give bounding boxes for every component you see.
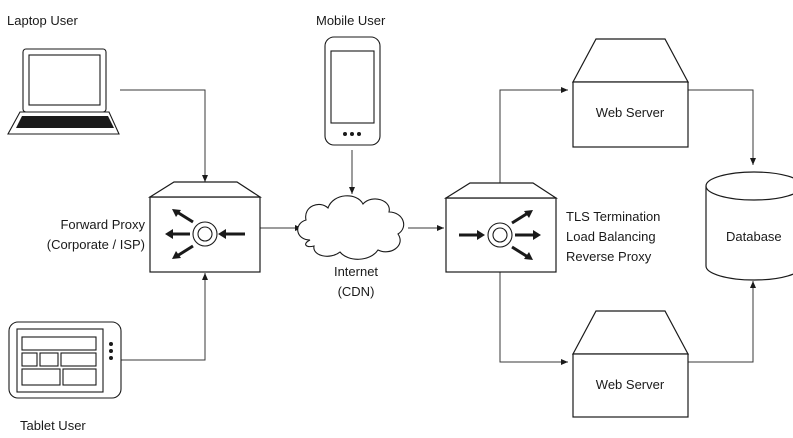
- tablet-user-label: Tablet User: [20, 418, 86, 433]
- forward-proxy-icon: [147, 181, 263, 273]
- forward-proxy-label-line2: (Corporate / ISP): [47, 237, 145, 252]
- database-icon: [705, 171, 793, 281]
- tablet-icon: [8, 321, 122, 399]
- connector-laptop-to-forward-proxy: [120, 89, 208, 182]
- reverse-proxy-label-line3: Reverse Proxy: [566, 249, 652, 264]
- web-server-top-label: Web Server: [596, 105, 665, 120]
- laptop-user-label: Laptop User: [7, 13, 78, 28]
- mobile-phone-icon: [324, 36, 381, 146]
- connector-web-server-top-to-database: [688, 89, 756, 165]
- internet-label-line2: (CDN): [338, 284, 375, 299]
- laptop-icon: [7, 48, 120, 135]
- reverse-proxy-icon: [443, 182, 559, 273]
- connector-reverse-proxy-to-web-server-top: [499, 87, 568, 183]
- database-label: Database: [726, 229, 782, 244]
- mobile-user-label: Mobile User: [316, 13, 386, 28]
- cloud-icon: [297, 195, 405, 260]
- web-server-bottom-label: Web Server: [596, 377, 665, 392]
- connector-web-server-bottom-to-database: [688, 281, 756, 363]
- reverse-proxy-label-line2: Load Balancing: [566, 229, 656, 244]
- forward-proxy-label-line1: Forward Proxy: [60, 217, 145, 232]
- reverse-proxy-label-line1: TLS Termination: [566, 209, 660, 224]
- internet-label-line1: Internet: [334, 264, 378, 279]
- connector-reverse-proxy-to-web-server-bottom: [499, 272, 568, 365]
- connector-tablet-to-forward-proxy: [120, 273, 208, 361]
- web-server-bottom-icon: [571, 310, 690, 418]
- connections: [120, 87, 756, 365]
- web-server-top-icon: [571, 38, 690, 148]
